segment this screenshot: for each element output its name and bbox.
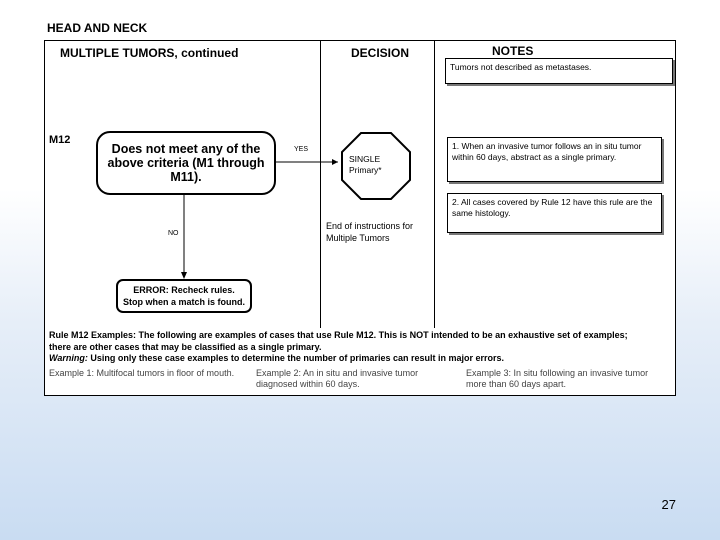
page-title: HEAD AND NECK: [47, 21, 148, 35]
error-box: ERROR: Recheck rules. Stop when a match …: [116, 279, 252, 313]
example-3: Example 3: In situ following an invasive…: [466, 368, 648, 390]
left-column-header: MULTIPLE TUMORS, continued: [60, 46, 239, 60]
example-3-line1: Example 3: In situ following an invasive…: [466, 368, 649, 378]
rule-question-box: Does not meet any of the above criteria …: [96, 131, 276, 195]
notes-column-header: NOTES: [492, 44, 534, 58]
example-2-line1: Example 2: An in situ and invasive tumor: [256, 368, 419, 378]
end-instructions: End of instructions for Multiple Tumors: [326, 221, 414, 243]
note-in-situ: 1. When an invasive tumor follows an in …: [447, 137, 662, 182]
note-metastases-text: Tumors not described as metastases.: [450, 62, 592, 72]
examples-box: Rule M12 Examples: The following are exa…: [46, 328, 674, 390]
examples-intro-continued: there are other cases that may be classi…: [49, 341, 322, 352]
decision-text: SINGLE Primary*: [349, 154, 382, 175]
example-2-line2: diagnosed within 60 days.: [256, 379, 360, 389]
yes-arrowhead: [332, 159, 338, 165]
page-number: 27: [661, 497, 676, 512]
note-metastases: Tumors not described as metastases.: [445, 58, 673, 84]
rule-question-text: Does not meet any of the above criteria …: [107, 142, 265, 184]
note-in-situ-text: 1. When an invasive tumor follows an in …: [452, 141, 642, 162]
decision-column-header: DECISION: [351, 46, 410, 60]
examples-warning: Warning: Using only these case examples …: [49, 353, 671, 365]
example-2: Example 2: An in situ and invasive tumor…: [256, 368, 418, 390]
column-divider-left: [320, 41, 321, 329]
examples-intro: Rule M12 Examples: The following are exa…: [49, 330, 628, 340]
warning-text: Using only these case examples to determ…: [90, 353, 504, 363]
no-label: NO: [168, 230, 179, 237]
rule-label: M12: [49, 134, 71, 146]
decision-octagon: [341, 132, 411, 200]
example-3-line2: more than 60 days apart.: [466, 379, 567, 389]
yes-label: YES: [294, 146, 309, 153]
no-arrowhead: [181, 272, 187, 279]
warning-label: Warning:: [49, 353, 88, 363]
example-1: Example 1: Multifocal tumors in floor of…: [49, 368, 235, 378]
column-divider-right: [434, 41, 435, 329]
note-histology-text: 2. All cases covered by Rule 12 have thi…: [452, 197, 653, 218]
note-histology: 2. All cases covered by Rule 12 have thi…: [447, 193, 662, 233]
error-text: ERROR: Recheck rules. Stop when a match …: [122, 285, 245, 307]
